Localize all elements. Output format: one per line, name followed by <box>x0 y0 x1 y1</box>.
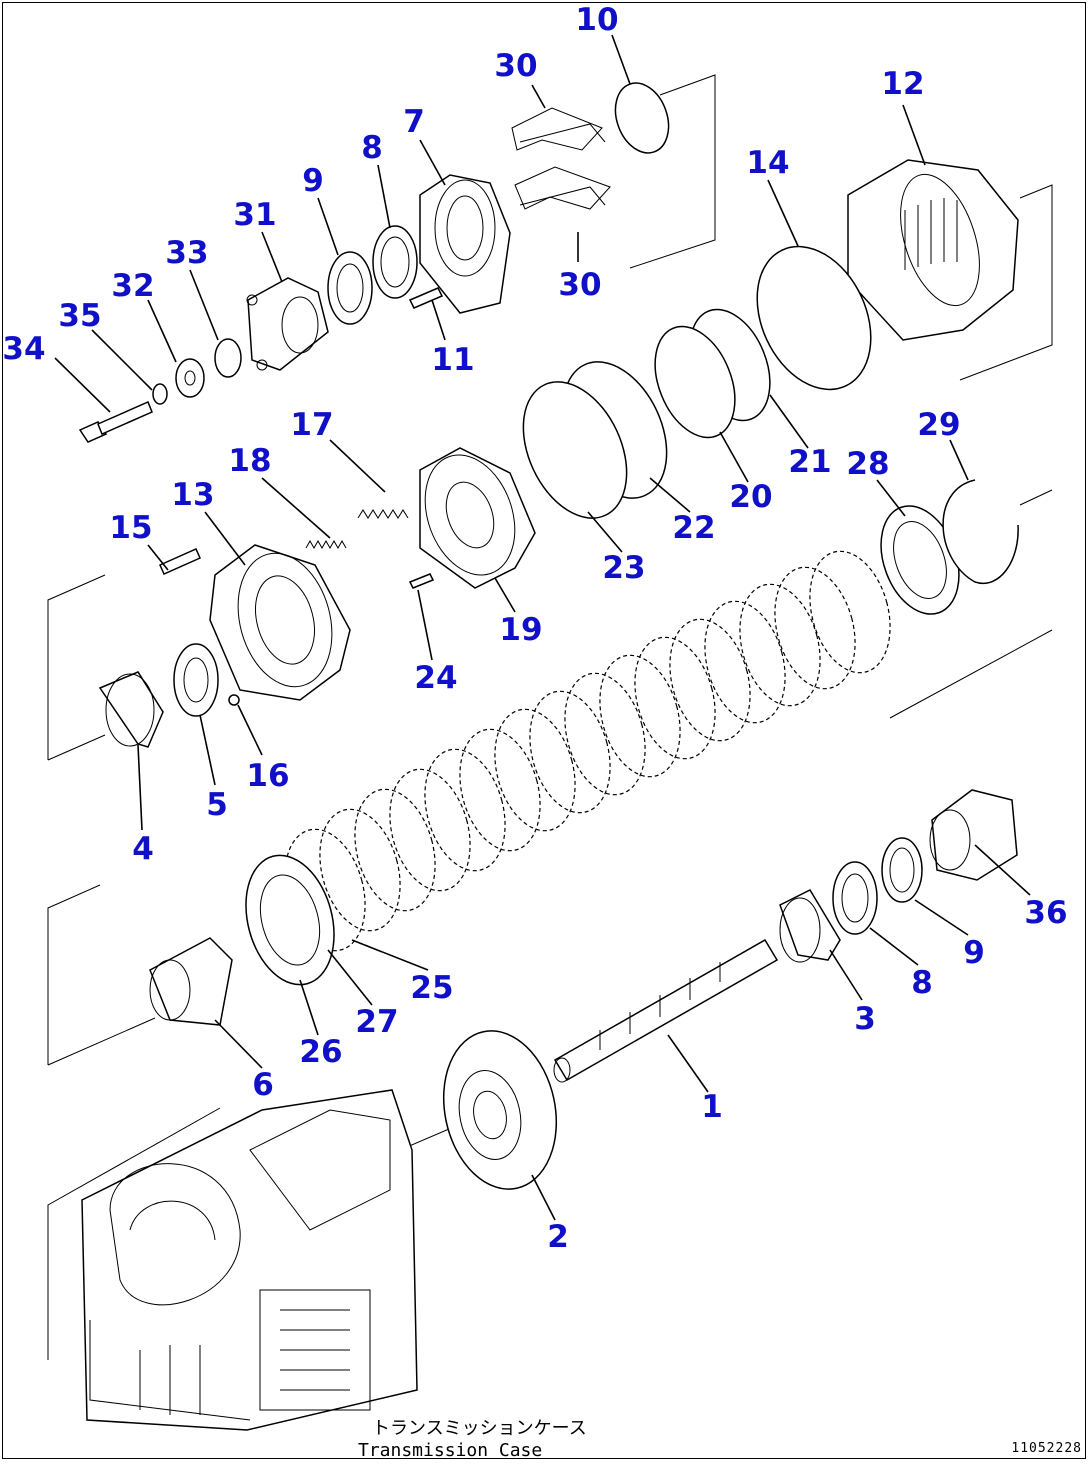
callout-10: 10 <box>575 2 618 38</box>
callout-26: 26 <box>299 1034 342 1070</box>
callout-13: 13 <box>171 477 214 513</box>
part-9-seal-low <box>881 837 923 903</box>
part-15-bolt <box>159 548 201 575</box>
callout-9-top: 9 <box>302 163 324 199</box>
part-24-pin <box>408 573 435 589</box>
drawing-code: 11052228 <box>1011 1441 1082 1456</box>
transmission-case <box>81 1089 418 1431</box>
part-3-bearing <box>779 889 841 963</box>
part-2-gear <box>442 1030 558 1190</box>
callout-31: 31 <box>233 197 276 233</box>
case-caption: トランスミッションケース Transmission Case <box>358 1418 587 1461</box>
callout-25: 25 <box>410 970 453 1006</box>
callout-30-top: 30 <box>494 48 537 84</box>
part-36-yoke <box>929 789 1018 881</box>
callout-21: 21 <box>788 444 831 480</box>
group-bracket-top <box>629 74 716 269</box>
part-33-snap-ring <box>214 338 242 378</box>
clutch-disc-stack <box>245 550 891 986</box>
callout-labels: 10 30 12 7 8 9 31 14 33 32 35 34 11 30 1… <box>2 2 1067 1255</box>
callout-32: 32 <box>111 268 154 304</box>
callout-30-low: 30 <box>558 267 601 303</box>
callout-11: 11 <box>431 342 474 378</box>
group-bracket-left-low <box>47 884 156 1066</box>
part-16-pin <box>228 694 240 706</box>
callout-36: 36 <box>1024 895 1067 931</box>
leader-lines <box>54 34 1031 1221</box>
part-11-bolt <box>408 287 444 309</box>
callout-9-low: 9 <box>963 935 985 971</box>
callout-3: 3 <box>854 1001 876 1037</box>
caption-english: Transmission Case <box>358 1440 542 1461</box>
part-31-coupling <box>246 277 329 371</box>
part-23-seal-ring <box>522 381 628 519</box>
part-8-bearing-top <box>372 225 418 299</box>
part-13-cage <box>209 544 351 701</box>
callout-35: 35 <box>58 298 101 334</box>
caption-japanese: トランスミッションケース <box>372 1418 587 1439</box>
callout-28: 28 <box>846 446 889 482</box>
part-6-sleeve <box>149 937 233 1026</box>
part-8-bearing-low <box>832 861 878 935</box>
part-17-spring <box>357 509 409 519</box>
part-4-spacer <box>98 671 164 748</box>
part-30-clips <box>511 107 611 210</box>
part-29-snap-ring <box>942 479 1019 585</box>
part-34-bolt <box>78 401 153 443</box>
part-5-bearing <box>173 643 219 717</box>
callout-16: 16 <box>246 758 289 794</box>
callout-1: 1 <box>701 1089 723 1125</box>
callout-34: 34 <box>2 331 45 367</box>
callout-15: 15 <box>109 510 152 546</box>
part-14-o-ring <box>756 245 872 391</box>
callout-12: 12 <box>881 66 924 102</box>
callout-24: 24 <box>414 660 457 696</box>
callout-18: 18 <box>228 443 271 479</box>
callout-2: 2 <box>547 1219 569 1255</box>
callout-19: 19 <box>499 612 542 648</box>
callout-22: 22 <box>672 510 715 546</box>
part-1-shaft <box>553 938 779 1083</box>
group-bracket-clutch-right <box>889 489 1053 719</box>
callout-23: 23 <box>602 550 645 586</box>
callout-4: 4 <box>132 831 154 867</box>
callout-6: 6 <box>252 1067 274 1103</box>
part-12-clutch-housing <box>847 159 1019 341</box>
group-bracket-left-mid <box>47 574 106 761</box>
callout-8-low: 8 <box>911 965 933 1001</box>
callout-14: 14 <box>746 145 789 181</box>
part-9-seal-top <box>327 251 373 325</box>
callout-7: 7 <box>403 104 425 140</box>
callout-5: 5 <box>206 787 228 823</box>
callout-20: 20 <box>729 479 772 515</box>
callout-33: 33 <box>165 235 208 271</box>
part-19-piston <box>419 447 536 589</box>
callout-27: 27 <box>355 1004 398 1040</box>
part-18-spring <box>305 539 347 550</box>
callout-17: 17 <box>290 407 333 443</box>
part-7-housing <box>419 174 511 314</box>
group-bracket-right <box>959 184 1053 381</box>
callout-29: 29 <box>917 407 960 443</box>
callout-8-top: 8 <box>361 130 383 166</box>
part-32-washer <box>175 358 205 398</box>
part-35-washer <box>152 383 168 405</box>
part-20-seal-ring <box>654 325 736 439</box>
part-10-o-ring <box>614 82 670 154</box>
